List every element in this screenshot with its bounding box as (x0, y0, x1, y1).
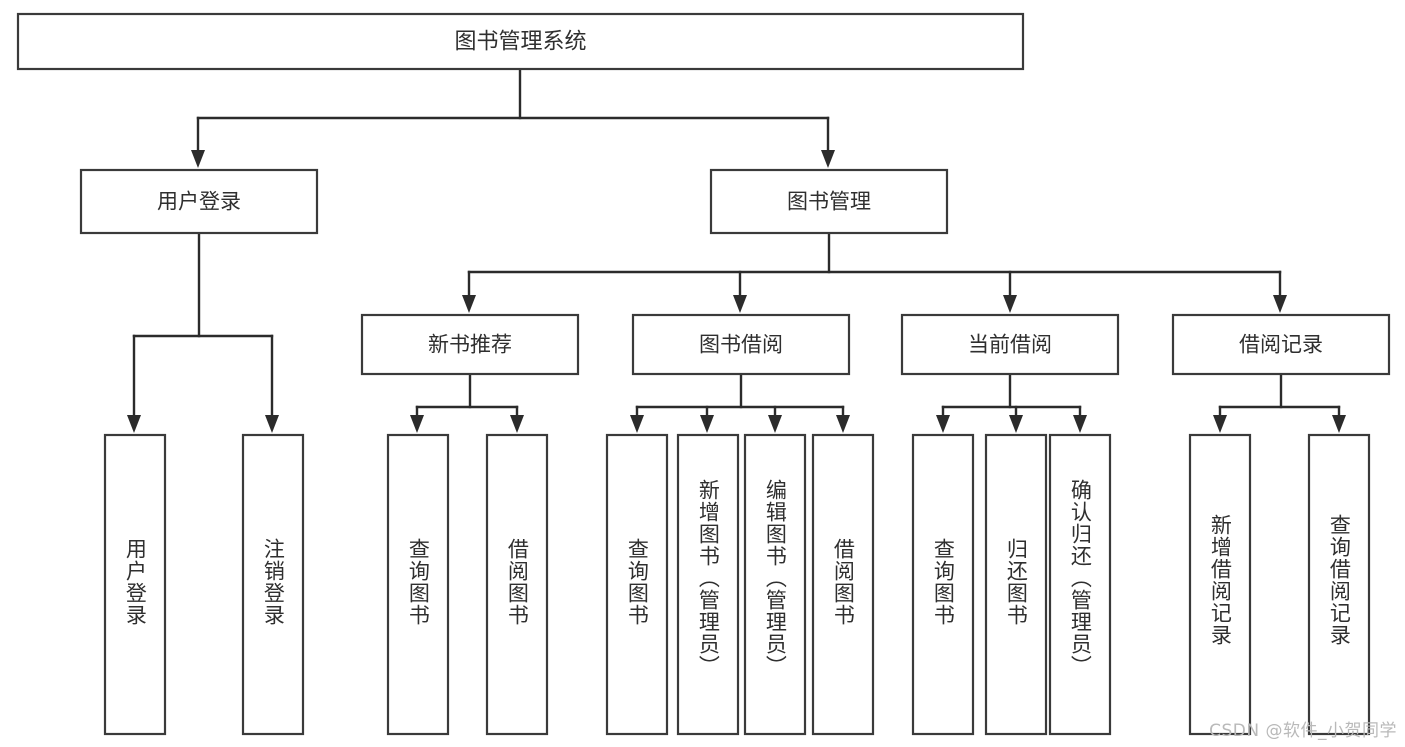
arrow-head-icon (768, 415, 782, 433)
boxes-layer (16, 12, 1391, 736)
arrow-head-icon (1009, 415, 1023, 433)
connector-new-book-to-leaves (410, 372, 524, 433)
arrow-head-icon (265, 415, 279, 433)
connector-book-borrow-to-leaves (630, 372, 850, 433)
node-leaf-query-book-box[interactable] (605, 433, 669, 736)
node-borrow-record-label: 借阅记录 (1239, 333, 1323, 357)
arrow-head-icon (1332, 415, 1346, 433)
arrow-head-icon (462, 295, 476, 313)
arrow-head-icon (1073, 415, 1087, 433)
arrow-head-icon (1273, 295, 1287, 313)
arrow-head-icon (936, 415, 950, 433)
node-leaf-borrow-book-rec-box[interactable] (485, 433, 549, 736)
node-book-manage-box[interactable] (709, 168, 949, 235)
node-leaf-query-record-box[interactable] (1307, 433, 1371, 736)
arrow-head-icon (700, 415, 714, 433)
node-leaf-query-book-rec-box[interactable] (386, 433, 450, 736)
node-leaf-add-record-box[interactable] (1188, 433, 1252, 736)
connector-borrow-record-to-leaves (1213, 372, 1346, 433)
node-leaf-add-book-box[interactable] (676, 433, 740, 736)
arrow-head-icon (821, 150, 835, 168)
arrow-head-icon (733, 295, 747, 313)
node-user-login-label: 用户登录 (157, 190, 241, 214)
arrow-head-icon (836, 415, 850, 433)
node-leaf-borrow-book-box[interactable] (811, 433, 875, 736)
node-leaf-confirm-return-box[interactable] (1048, 433, 1112, 736)
node-book-manage-label: 图书管理 (787, 190, 871, 214)
node-root-box[interactable] (16, 12, 1025, 71)
connector-book-manage-to-level3 (462, 231, 1287, 313)
node-leaf-edit-book-box[interactable] (743, 433, 807, 736)
node-user-login-box[interactable] (79, 168, 319, 235)
node-new-book-recommend-box[interactable] (360, 313, 580, 376)
node-leaf-query-book-cur-box[interactable] (911, 433, 975, 736)
arrow-head-icon (1213, 415, 1227, 433)
connector-current-borrow-to-leaves (936, 372, 1087, 433)
node-current-borrow-label: 当前借阅 (968, 333, 1052, 357)
connectors-layer (127, 67, 1346, 433)
connector-root-to-level2 (191, 67, 835, 168)
watermark: CSDN @软件_小贺同学 (1209, 721, 1397, 741)
node-new-book-recommend-label: 新书推荐 (428, 333, 512, 357)
node-leaf-user-login-box[interactable] (103, 433, 167, 736)
node-root-label: 图书管理系统 (454, 30, 586, 55)
node-leaf-logout-box[interactable] (241, 433, 305, 736)
arrow-head-icon (191, 150, 205, 168)
arrow-head-icon (410, 415, 424, 433)
node-leaf-return-book-box[interactable] (984, 433, 1048, 736)
node-borrow-record-box[interactable] (1171, 313, 1391, 376)
connector-user-login-to-leaves (127, 231, 279, 433)
arrow-head-icon (630, 415, 644, 433)
arrow-head-icon (1003, 295, 1017, 313)
arrow-head-icon (510, 415, 524, 433)
arrow-head-icon (127, 415, 141, 433)
node-current-borrow-box[interactable] (900, 313, 1120, 376)
node-book-borrow-label: 图书借阅 (699, 333, 783, 357)
node-book-borrow-box[interactable] (631, 313, 851, 376)
